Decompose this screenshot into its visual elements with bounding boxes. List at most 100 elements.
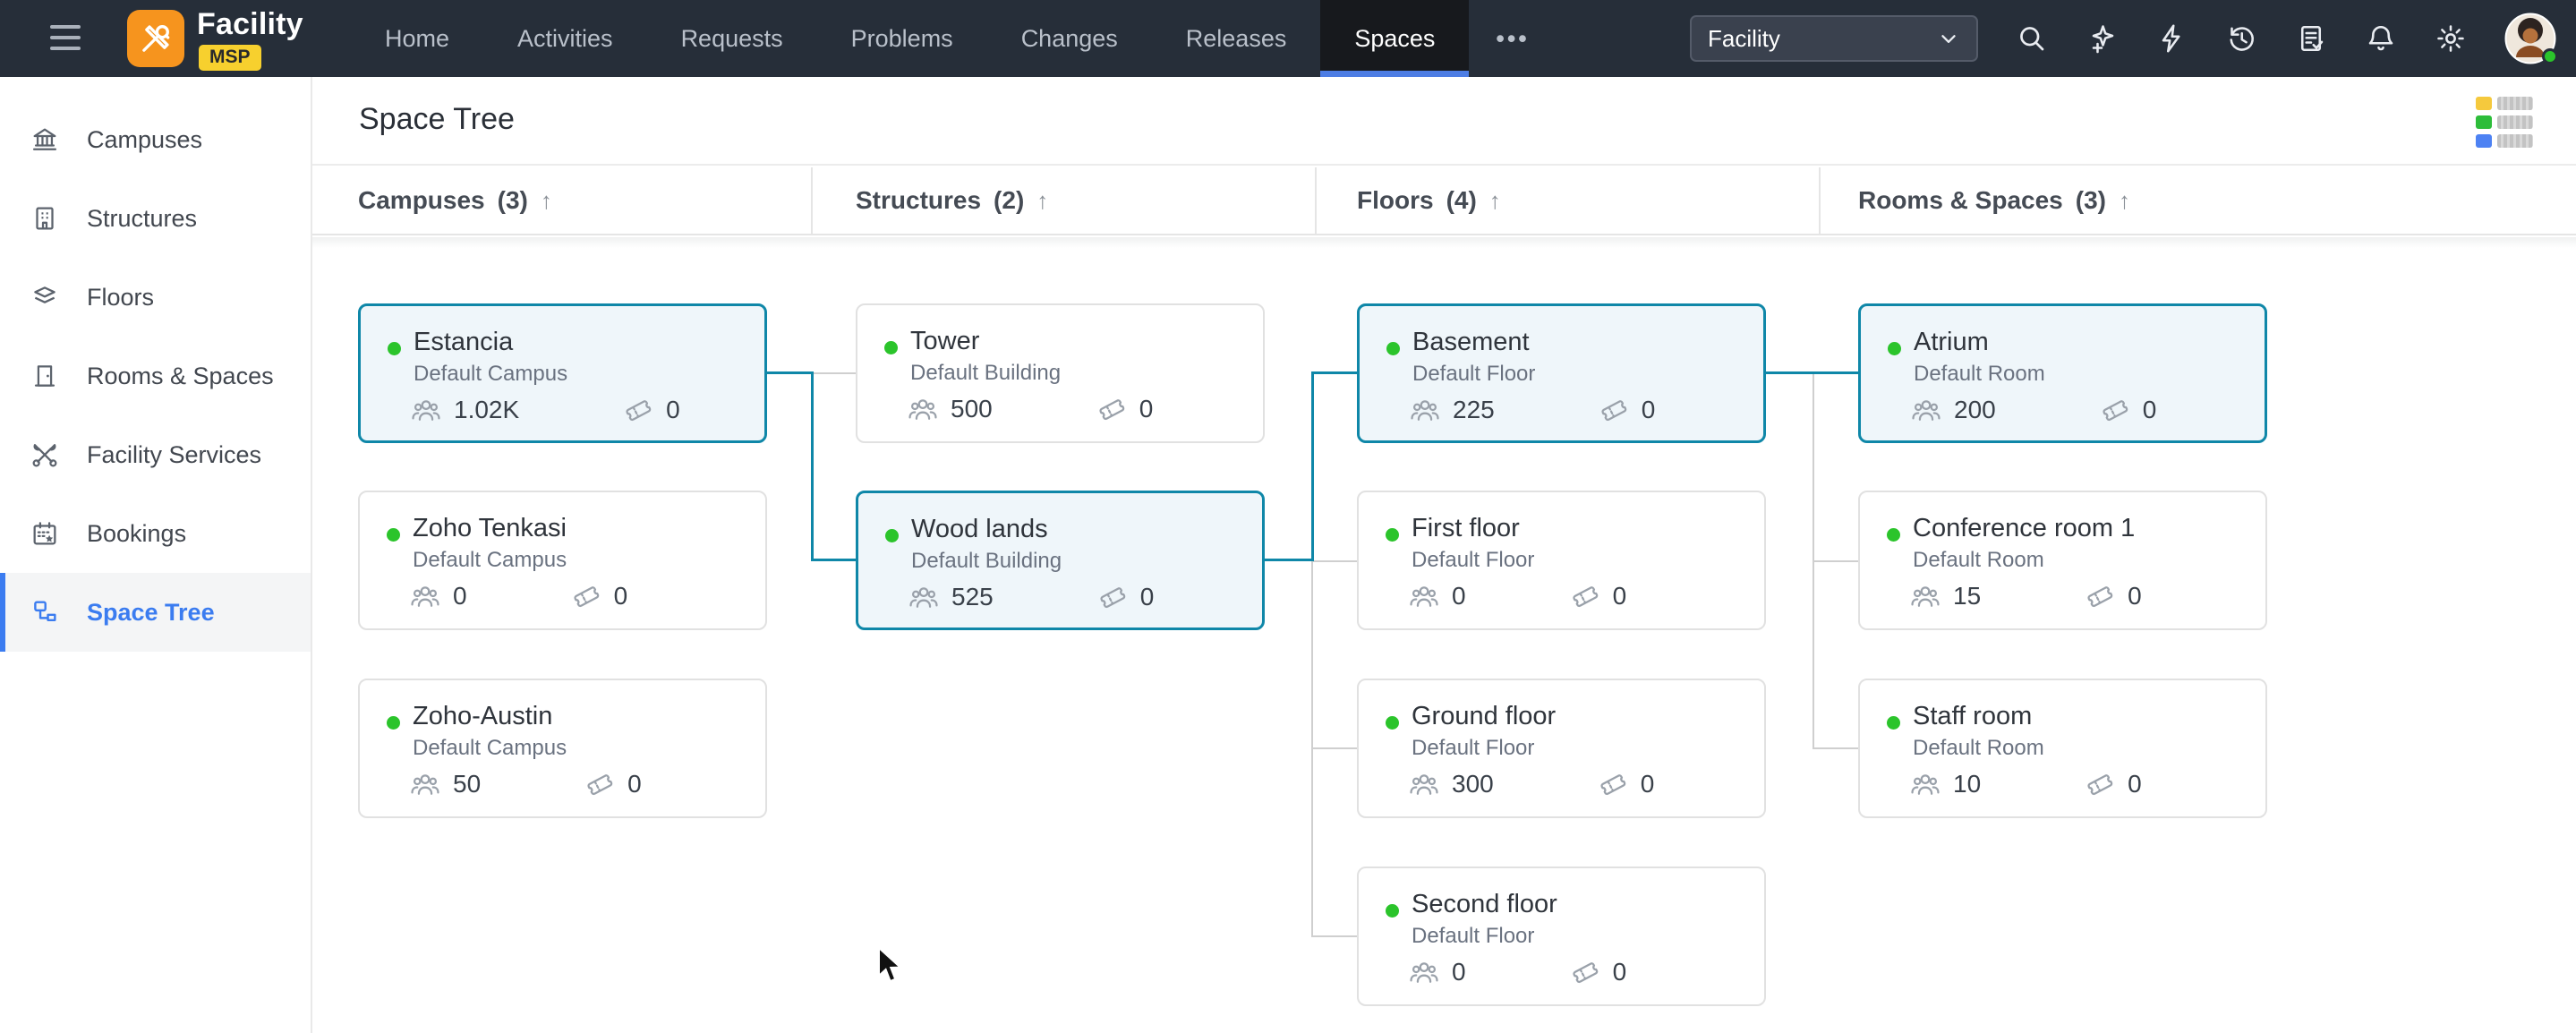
notifications-icon[interactable]	[2365, 22, 2397, 55]
space-card-estancia[interactable]: Estancia Default Campus 1.02K 0	[358, 303, 767, 443]
occupancy-icon	[1911, 774, 1940, 795]
app-logo[interactable]	[127, 10, 184, 67]
space-card-basement[interactable]: Basement Default Floor 225 0	[1357, 303, 1766, 443]
card-title: Estancia	[414, 328, 514, 356]
column-header-campuses[interactable]: Campuses (3) ↑	[358, 186, 552, 214]
hamburger-menu-icon[interactable]	[50, 25, 81, 52]
occupancy-icon	[909, 587, 938, 608]
bookings-icon	[33, 522, 56, 545]
space-card-atrium[interactable]: Atrium Default Room 200 0	[1858, 303, 2267, 443]
search-icon[interactable]	[2016, 22, 2048, 55]
space-card-staff-room[interactable]: Staff room Default Room 10 0	[1858, 679, 2267, 818]
status-dot	[1887, 528, 1900, 542]
column-header-structures[interactable]: Structures (2) ↑	[856, 186, 1049, 214]
space-card-first-floor[interactable]: First floor Default Floor 0 0	[1357, 491, 1766, 630]
connector-segment	[1313, 935, 1357, 937]
sidebar-item-facility-services[interactable]: Facility Services	[0, 415, 311, 494]
sort-asc-icon[interactable]: ↑	[540, 186, 552, 214]
page-title-bar: Space Tree	[312, 77, 2576, 166]
nav-releases[interactable]: Releases	[1185, 24, 1287, 52]
space-card-wood-lands[interactable]: Wood lands Default Building 525 0	[856, 491, 1265, 630]
sidebar-item-campuses[interactable]: Campuses	[0, 100, 311, 179]
space-card-tower[interactable]: Tower Default Building 500 0	[856, 303, 1265, 443]
card-subtitle: Default Campus	[414, 362, 568, 386]
sidebar-item-bookings[interactable]: Bookings	[0, 494, 311, 573]
sidebar-item-rooms-spaces[interactable]: Rooms & Spaces	[0, 337, 311, 415]
space-tree-icon	[34, 601, 56, 621]
status-dot	[1386, 528, 1399, 542]
main-nav: Home Activities Requests Problems Change…	[351, 0, 1557, 77]
tickets-value: 0	[1641, 396, 1656, 423]
nav-home[interactable]: Home	[385, 24, 450, 52]
occupancy-value: 0	[453, 582, 467, 610]
sidebar-item-label: Space Tree	[87, 598, 215, 626]
sidebar-item-space-tree[interactable]: Space Tree	[0, 573, 311, 652]
main-content: Space Tree Campuses (3) ↑ Structures (2)…	[312, 77, 2576, 1033]
avatar[interactable]	[2504, 13, 2558, 64]
space-card-zoho-tenkasi[interactable]: Zoho Tenkasi Default Campus 0 0	[358, 491, 767, 630]
status-dot	[387, 528, 400, 542]
tickets-icon	[1599, 773, 1626, 796]
space-card-zoho-austin[interactable]: Zoho-Austin Default Campus 50 0	[358, 679, 767, 818]
occupancy-value: 0	[1452, 582, 1466, 610]
nav-requests[interactable]: Requests	[680, 24, 783, 52]
card-title: Ground floor	[1412, 702, 1557, 730]
view-switcher-icon[interactable]	[2476, 97, 2535, 148]
space-card-second-floor[interactable]: Second floor Default Floor 0 0	[1357, 867, 1766, 1006]
column-header-rooms[interactable]: Rooms & Spaces (3) ↑	[1858, 186, 2130, 214]
tickets-icon	[1600, 399, 1627, 422]
connector-segment	[811, 559, 856, 561]
sidebar-item-floors[interactable]: Floors	[0, 258, 311, 337]
campus-icon	[32, 128, 57, 150]
occupancy-value: 225	[1453, 396, 1495, 423]
spark-add-icon[interactable]	[2086, 22, 2118, 55]
connector-segment	[814, 372, 856, 374]
page-title: Space Tree	[359, 102, 515, 136]
card-subtitle: Default Floor	[1412, 736, 1535, 760]
connector-segment	[1813, 374, 1814, 749]
tickets-icon	[1098, 398, 1125, 421]
sidebar-item-structures[interactable]: Structures	[0, 179, 311, 258]
status-dot	[885, 529, 899, 542]
nav-spaces[interactable]: Spaces	[1320, 0, 1470, 77]
history-icon[interactable]	[2225, 22, 2257, 55]
quick-actions-icon[interactable]	[2155, 22, 2188, 55]
occupancy-icon	[1410, 962, 1438, 983]
column-header-floors[interactable]: Floors (4) ↑	[1357, 186, 1501, 214]
space-card-conference-room-1[interactable]: Conference room 1 Default Room 15 0	[1858, 491, 2267, 630]
column-headers: Campuses (3) ↑ Structures (2) ↑ Floors (…	[312, 167, 2576, 235]
tickets-value: 0	[1612, 958, 1627, 986]
sort-asc-icon[interactable]: ↑	[2118, 186, 2130, 214]
space-card-ground-floor[interactable]: Ground floor Default Floor 300 0	[1357, 679, 1766, 818]
occupancy-icon	[411, 586, 439, 607]
nav-problems[interactable]: Problems	[850, 24, 953, 52]
connector-segment	[1265, 559, 1311, 561]
card-subtitle: Default Floor	[1412, 924, 1535, 948]
structure-icon	[36, 207, 54, 230]
sort-asc-icon[interactable]: ↑	[1036, 186, 1049, 214]
card-subtitle: Default Room	[1914, 362, 2045, 386]
card-subtitle: Default Campus	[413, 548, 567, 572]
sort-asc-icon[interactable]: ↑	[1488, 186, 1501, 214]
tickets-value: 0	[1139, 395, 1154, 423]
occupancy-icon	[1410, 586, 1438, 607]
card-title: Tower	[910, 327, 980, 355]
column-divider	[811, 167, 813, 234]
nav-changes[interactable]: Changes	[1020, 24, 1118, 52]
occupancy-value: 10	[1953, 770, 1982, 798]
rooms-icon	[34, 365, 55, 387]
tickets-icon	[573, 585, 600, 608]
status-dot	[884, 341, 898, 354]
approvals-icon[interactable]	[2295, 22, 2327, 55]
portal-select[interactable]: Facility	[1690, 15, 1978, 62]
nav-more[interactable]: •••	[1496, 24, 1530, 52]
connector-segment	[1311, 560, 1313, 937]
card-subtitle: Default Room	[1913, 736, 2044, 760]
card-title: Basement	[1412, 328, 1530, 356]
settings-icon[interactable]	[2435, 22, 2467, 55]
sidebar-item-label: Structures	[87, 204, 198, 232]
card-title: Zoho Tenkasi	[413, 514, 567, 542]
nav-activities[interactable]: Activities	[517, 24, 613, 52]
status-dot	[387, 716, 400, 730]
portal-select-value: Facility	[1708, 24, 1780, 52]
